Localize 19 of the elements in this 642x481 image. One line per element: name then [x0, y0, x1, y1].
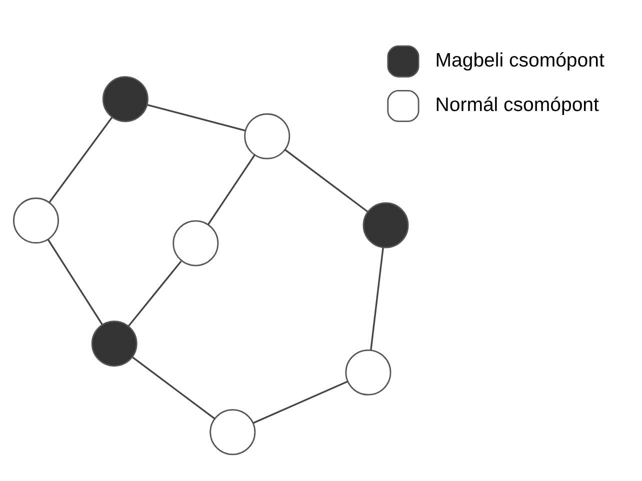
- connector: [128, 260, 182, 327]
- connector: [48, 116, 113, 203]
- node-circle: [13, 198, 59, 244]
- legend-label: Normál csomópont: [435, 94, 599, 116]
- node-circle: [345, 349, 392, 396]
- connector: [370, 248, 384, 350]
- connector: [284, 149, 368, 212]
- node-circle: [102, 76, 148, 122]
- legend-label: Magbeli csomópont: [435, 50, 604, 72]
- connector: [132, 356, 216, 420]
- node-circle: [210, 409, 256, 456]
- connector: [207, 154, 256, 226]
- node-circle: [91, 320, 138, 367]
- connector: [47, 239, 103, 325]
- connector: [253, 380, 348, 424]
- connector: [147, 104, 246, 132]
- node-circle: [172, 220, 219, 266]
- node-circle: [244, 113, 290, 160]
- node-circle: [362, 202, 409, 248]
